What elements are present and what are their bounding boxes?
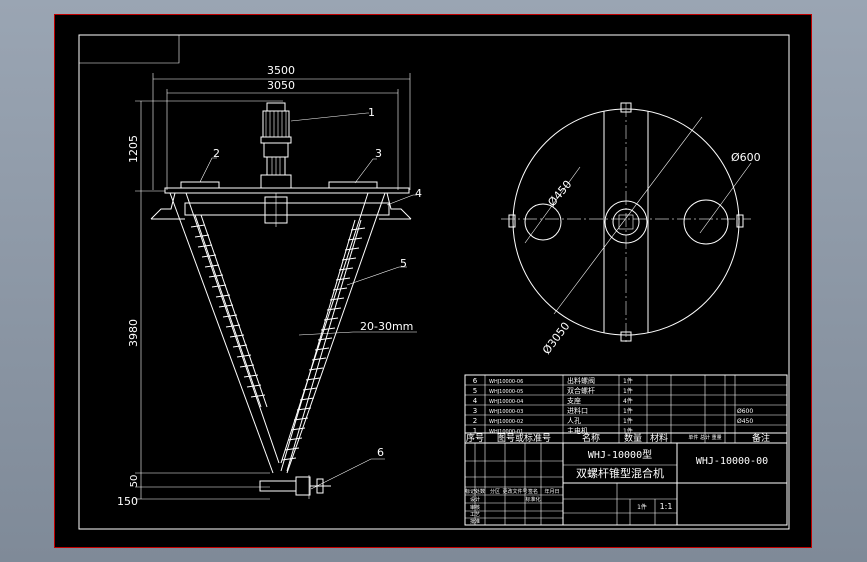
bom-cell-code: WHJ10000-05: [489, 389, 523, 395]
svg-text:更改文件号: 更改文件号: [502, 488, 527, 495]
bom-header: 序号 图号或标准号 名称 数量 材料 单件 总计 重量 备注: [466, 432, 770, 444]
callout-6: 6: [377, 446, 384, 459]
svg-text:单件 总计 重量: 单件 总计 重量: [688, 434, 721, 441]
svg-text:批准: 批准: [470, 518, 480, 525]
callout-3: 3: [375, 147, 382, 160]
bom-cell-name: 主电机: [567, 426, 588, 435]
svg-text:分区: 分区: [490, 488, 500, 495]
dim-3500: 3500: [267, 64, 295, 77]
bom-cell-name: 出料螺阀: [567, 376, 595, 385]
svg-text:年月日: 年月日: [544, 488, 559, 495]
bom-cell-name: 进料口: [567, 406, 588, 415]
dim-d600: Ø600: [731, 151, 761, 164]
callout-5: 5: [400, 257, 407, 270]
top-cover: [164, 187, 410, 194]
bom-cell-qty: 1件: [623, 387, 633, 395]
gap-note: 20-30mm: [360, 320, 413, 333]
bom-cell-no: 1: [473, 427, 477, 435]
svg-text:审核: 审核: [470, 504, 480, 511]
bom-cell-code: WHJ10000-01: [489, 429, 523, 435]
bom-cell-no: 2: [473, 417, 477, 425]
scale: 1:1: [660, 502, 673, 511]
svg-text:名称: 名称: [582, 432, 600, 444]
drive-hub: [604, 200, 648, 244]
bom-cell-note: Ø600: [737, 408, 753, 415]
svg-text:序号: 序号: [466, 432, 484, 444]
screw-right: [280, 219, 366, 472]
dim-d3050: Ø3050: [540, 320, 572, 357]
screw-left: [190, 214, 268, 408]
sheet-count: 1件: [637, 503, 647, 511]
bom-cell-name: 人孔: [567, 417, 581, 425]
svg-text:设计: 设计: [470, 496, 480, 503]
bom-cell-no: 5: [473, 387, 477, 395]
drawing-canvas: 3500 3050 1205 3980 50 150: [78, 34, 790, 530]
dim-50: 50: [129, 475, 140, 488]
dim-1205: 1205: [127, 135, 140, 163]
svg-text:工艺: 工艺: [470, 512, 480, 518]
bom-cell-name: 双合螺杆: [567, 386, 595, 395]
cone-left-wall: [169, 192, 274, 474]
svg-text:材料: 材料: [650, 432, 668, 444]
discharge-valve: [259, 475, 331, 499]
drawing-number: WHJ-10000-00: [696, 456, 768, 467]
feed-port-circle: [683, 199, 729, 245]
bom-cell-note: Ø450: [737, 418, 753, 425]
bom-cell-qty: 4件: [623, 397, 633, 405]
svg-text:签名: 签名: [528, 488, 538, 495]
dim-150: 150: [117, 495, 138, 508]
callout-2: 2: [213, 147, 220, 160]
svg-text:标准化: 标准化: [525, 496, 540, 503]
bom-cell-qty: 1件: [623, 427, 633, 435]
svg-text:处数: 处数: [475, 488, 485, 495]
dim-3050: 3050: [267, 79, 295, 92]
front-view: 3500 3050 1205 3980 50 150: [117, 64, 422, 508]
bom-cell-code: WHJ10000-02: [489, 419, 523, 425]
bom-cell-code: WHJ10000-03: [489, 409, 523, 415]
svg-text:图号或标准号: 图号或标准号: [497, 432, 551, 444]
svg-text:备注: 备注: [752, 432, 770, 444]
drawing-border: [78, 34, 790, 530]
svg-text:数量: 数量: [624, 432, 642, 444]
title-block: WHJ-10000型 双螺杆锥型混合机 WHJ-10000-00 1:1 1件 …: [464, 442, 788, 526]
callout-1: 1: [368, 106, 375, 119]
bom-cell-no: 6: [473, 377, 478, 385]
bom-cell-qty: 1件: [623, 417, 633, 425]
motor-assembly: [260, 102, 292, 189]
callout-4: 4: [415, 187, 422, 200]
support-right: [386, 192, 412, 220]
feed-port: [328, 181, 378, 189]
manhole-circle: [524, 203, 562, 241]
model-label: WHJ-10000型: [588, 448, 652, 461]
bom-cell-name: 支座: [567, 396, 581, 405]
bom-cell-no: 3: [473, 407, 477, 415]
dim-d450: Ø450: [545, 178, 574, 209]
svg-text:标记: 标记: [465, 488, 475, 495]
bom-cell-no: 4: [473, 397, 478, 405]
top-view: Ø600 Ø450 Ø3050: [501, 102, 761, 357]
product-name: 双螺杆锥型混合机: [576, 466, 664, 480]
manhole-port: [180, 181, 220, 189]
corner-label-box: [79, 35, 180, 64]
dim-3980: 3980: [127, 319, 140, 347]
bom-cell-code: WHJ10000-06: [489, 379, 523, 385]
bom-cell-code: WHJ10000-04: [489, 399, 523, 405]
bom-cell-qty: 1件: [623, 377, 633, 385]
drawing-sheet: 3500 3050 1205 3980 50 150: [54, 14, 812, 548]
bom-cell-qty: 1件: [623, 407, 633, 415]
